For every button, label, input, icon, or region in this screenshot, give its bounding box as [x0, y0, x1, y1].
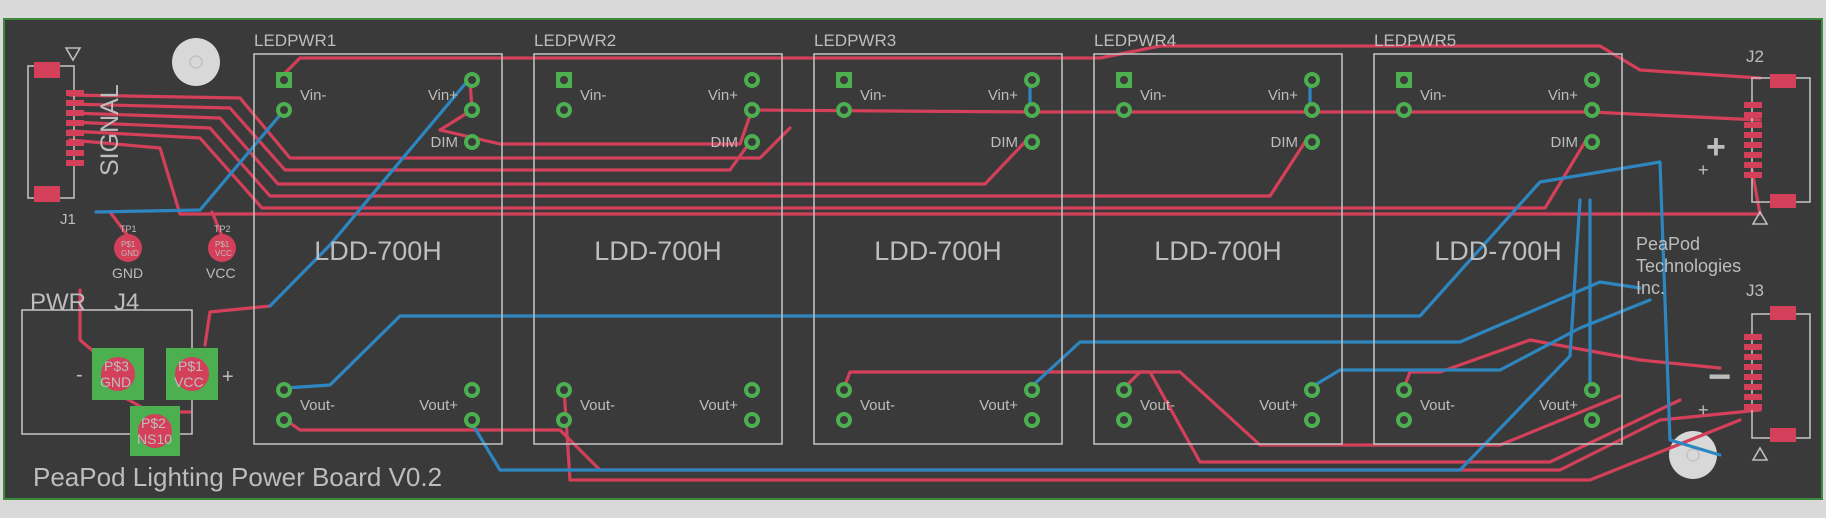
pin-label-vout-plus: Vout+ [419, 397, 458, 414]
pin-label-vin-plus: Vin+ [428, 87, 458, 104]
connector-j2-ref: J2 [1746, 47, 1764, 66]
pin-label-vin-plus: Vin+ [1548, 87, 1578, 104]
pin-label-vout-minus: Vout- [580, 397, 615, 414]
svg-text:NS10: NS10 [137, 431, 172, 447]
pin-label-vout-plus: Vout+ [1259, 397, 1298, 414]
svg-text:P$3: P$3 [104, 358, 129, 374]
driver-ref: LEDPWR4 [1094, 31, 1176, 50]
pin-label-vout-minus: Vout- [1140, 397, 1175, 414]
svg-text:GND: GND [121, 249, 139, 258]
company-line-2: Technologies [1636, 256, 1741, 276]
driver-ref: LEDPWR3 [814, 31, 896, 50]
pin-label-dim: DIM [1551, 134, 1579, 151]
pin-label-dim: DIM [991, 134, 1019, 151]
power-connector-label: PWR [30, 289, 86, 316]
top-copper-traces [68, 44, 1762, 482]
power-connector-ref: J4 [114, 289, 139, 316]
triangle-icon [1751, 210, 1769, 225]
svg-text:TP1: TP1 [120, 224, 137, 234]
driver-ref: LEDPWR2 [534, 31, 616, 50]
pin-label-dim: DIM [711, 134, 739, 151]
driver-ref: LEDPWR5 [1374, 31, 1456, 50]
driver-model: LDD-700H [874, 236, 1002, 266]
pin-label-vout-minus: Vout- [1420, 397, 1455, 414]
pin-label-vin-plus: Vin+ [1268, 87, 1298, 104]
power-connector: PWR J4 P$3 GND P$1 VCC P$2 NS10 - + [21, 289, 234, 456]
pin-label-vout-plus: Vout+ [699, 397, 738, 414]
connector-j3-ref: J3 [1746, 281, 1764, 300]
test-point-tp1: TP1 P$1 GND GND [112, 224, 143, 281]
pin-label-vin-plus: Vin+ [708, 87, 738, 104]
svg-text:GND: GND [100, 374, 131, 390]
svg-text:P$1: P$1 [215, 240, 230, 249]
test-point-tp1-net: GND [112, 265, 143, 281]
board-title: PeaPod Lighting Power Board V0.2 [33, 462, 442, 492]
svg-text:TP2: TP2 [214, 224, 231, 234]
company-line-1: PeaPod [1636, 234, 1700, 254]
test-point-tp2-net: VCC [206, 265, 236, 281]
pin-label-dim: DIM [1271, 134, 1299, 151]
pin-label-vout-minus: Vout- [860, 397, 895, 414]
triangle-icon [1751, 446, 1769, 461]
bottom-copper-traces [94, 76, 1722, 472]
svg-text:VCC: VCC [174, 374, 204, 390]
mounting-hole-top-left [172, 38, 220, 86]
svg-text:P$1: P$1 [178, 358, 203, 374]
plus-mark: + [1698, 400, 1709, 420]
svg-text:P$1: P$1 [121, 240, 136, 249]
pin-label-vin-plus: Vin+ [988, 87, 1018, 104]
triangle-icon [64, 47, 82, 62]
pin-label-vout-plus: Vout+ [979, 397, 1018, 414]
connector-j3: J3 [1744, 281, 1811, 461]
signal-connector-label: SIGNAL [96, 84, 124, 176]
big-plus-mark: + [1706, 128, 1726, 166]
signal-connector-ref: J1 [60, 211, 76, 228]
svg-text:+: + [222, 366, 234, 388]
pin-label-vin-minus: Vin- [860, 87, 886, 104]
pin-label-dim: DIM [431, 134, 459, 151]
pin-label-vout-plus: Vout+ [1539, 397, 1578, 414]
driver-ref: LEDPWR1 [254, 31, 336, 50]
plus-mark: + [1698, 160, 1709, 180]
pin-label-vout-minus: Vout- [300, 397, 335, 414]
pin-label-vin-minus: Vin- [1420, 87, 1446, 104]
driver-model: LDD-700H [1154, 236, 1282, 266]
test-point-tp2: TP2 P$1 VCC VCC [206, 224, 236, 281]
pin-label-vin-minus: Vin- [300, 87, 326, 104]
driver-model: LDD-700H [1434, 236, 1562, 266]
pin-label-vin-minus: Vin- [1140, 87, 1166, 104]
pin-label-vin-minus: Vin- [580, 87, 606, 104]
svg-text:-: - [76, 364, 83, 386]
driver-model: LDD-700H [594, 236, 722, 266]
company-line-3: Inc. [1636, 278, 1665, 298]
svg-text:VCC: VCC [215, 249, 232, 258]
signal-connector: SIGNAL J1 [27, 47, 124, 228]
big-minus-mark: − [1708, 355, 1731, 399]
board-outline [3, 18, 1823, 500]
svg-text:P$2: P$2 [141, 415, 166, 431]
driver-model: LDD-700H [314, 236, 442, 266]
connector-j2: J2 [1744, 47, 1811, 225]
